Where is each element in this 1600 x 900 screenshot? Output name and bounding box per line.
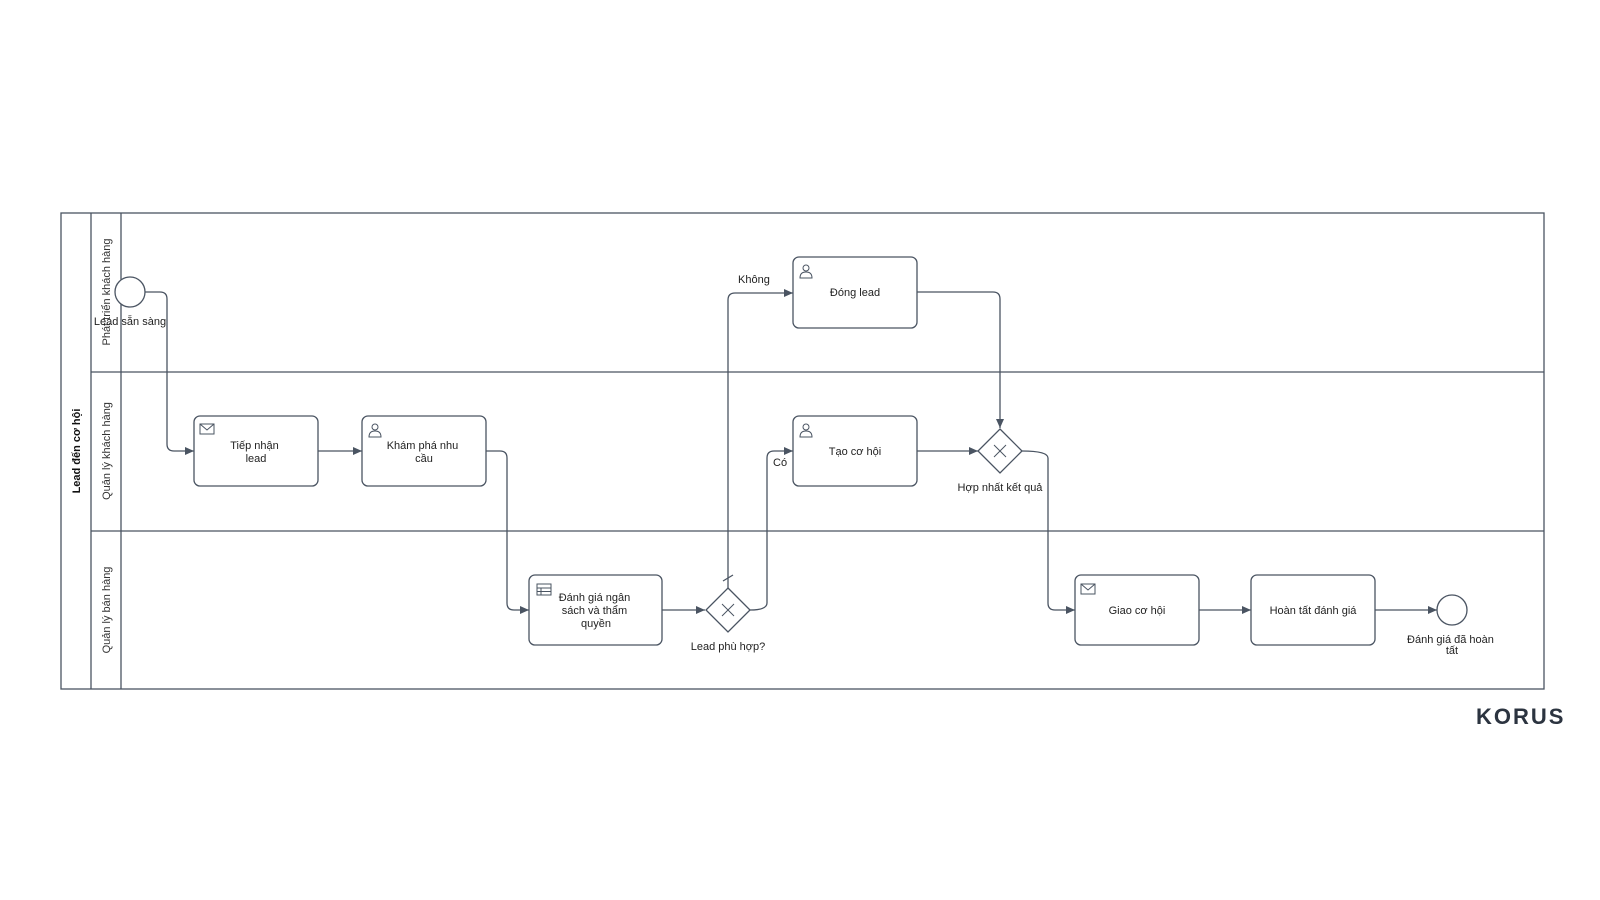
lane-title-customer-development: Phát triển khách hàng: [101, 238, 113, 345]
gateway-lead-fit[interactable]: Lead phù hợp?: [691, 587, 766, 653]
default-flow-marker: [722, 574, 734, 582]
flow-label-no: Không: [738, 274, 770, 286]
x-icon: [721, 603, 735, 617]
svg-text:Đánh giá ngân sách và th: Đánh giá ngân sách và thẩm quyền: [559, 592, 634, 630]
end-event-label-line2: tất: [1446, 645, 1458, 657]
gateway-merge-results[interactable]: Hợp nhất kết quả: [958, 428, 1044, 494]
task-complete-evaluation[interactable]: Hoàn tất đánh giá: [1250, 574, 1376, 646]
start-event-label: Lead sẵn sàng: [94, 315, 166, 328]
task-evaluate-budget-line2: sách và thẩm: [562, 605, 627, 617]
user-icon: [799, 423, 813, 438]
svg-text:Khám phá nhu cầu: Khám phá nhu cầu: [387, 440, 462, 465]
brand-logo: KORUS: [1476, 704, 1566, 729]
task-receive-lead-line2: lead: [246, 453, 267, 465]
task-receive-lead-line1: Tiếp nhận: [230, 440, 279, 452]
start-event[interactable]: Lead sẵn sàng: [94, 276, 166, 328]
task-assign-opportunity-label: Giao cơ hội: [1109, 605, 1166, 617]
flow-close-to-merge: [917, 291, 1004, 428]
end-event[interactable]: Đánh giá đã hoàn tất: [1407, 594, 1497, 657]
user-icon: [368, 423, 382, 438]
task-close-lead[interactable]: Đóng lead: [792, 256, 918, 329]
table-icon: [536, 583, 552, 596]
task-evaluate-budget-line1: Đánh giá ngân: [559, 592, 631, 604]
task-discover-needs-line1: Khám phá nhu: [387, 440, 459, 452]
task-evaluate-budget-line3: quyền: [581, 618, 611, 630]
task-evaluate-budget[interactable]: Đánh giá ngân sách và thẩm quyền: [528, 574, 663, 646]
task-receive-lead[interactable]: Tiếp nhận lead: [193, 415, 319, 487]
task-create-opportunity-label: Tạo cơ hội: [829, 446, 881, 458]
svg-text:Tiếp nhận lead: Tiếp nhận lead: [230, 440, 282, 465]
flow-start-to-receive: [145, 291, 194, 455]
task-assign-opportunity[interactable]: Giao cơ hội: [1074, 574, 1200, 646]
envelope-icon: [1080, 583, 1096, 595]
flow-discover-to-evaluate: [486, 450, 529, 614]
pool-title: Lead đến cơ hội: [71, 409, 83, 494]
lane-title-sales-management: Quản lý bán hàng: [101, 567, 113, 654]
task-discover-needs-line2: cầu: [415, 453, 433, 465]
flow-gateway-no-to-close: [727, 289, 793, 588]
task-create-opportunity[interactable]: Tạo cơ hội: [792, 415, 918, 487]
lane-title-customer-management: Quản lý khách hàng: [101, 402, 113, 500]
flow-label-yes: Có: [773, 457, 787, 469]
task-discover-needs[interactable]: Khám phá nhu cầu: [361, 415, 487, 487]
end-event-label-line1: Đánh giá đã hoàn: [1407, 634, 1494, 646]
user-icon: [799, 264, 813, 279]
svg-text:Đánh giá đã hoàn tất: Đánh giá đã hoàn tất: [1407, 634, 1497, 657]
flow-gateway-yes-to-create: [749, 447, 793, 611]
sequence-flows: [145, 289, 1437, 614]
task-complete-evaluation-label: Hoàn tất đánh giá: [1270, 605, 1358, 617]
gateway-merge-results-label: Hợp nhất kết quả: [958, 482, 1044, 494]
gateway-lead-fit-label: Lead phù hợp?: [691, 641, 766, 653]
x-icon: [993, 444, 1007, 458]
envelope-icon: [199, 423, 215, 435]
task-close-lead-label: Đóng lead: [830, 287, 880, 299]
flow-merge-to-assign: [1021, 450, 1075, 614]
